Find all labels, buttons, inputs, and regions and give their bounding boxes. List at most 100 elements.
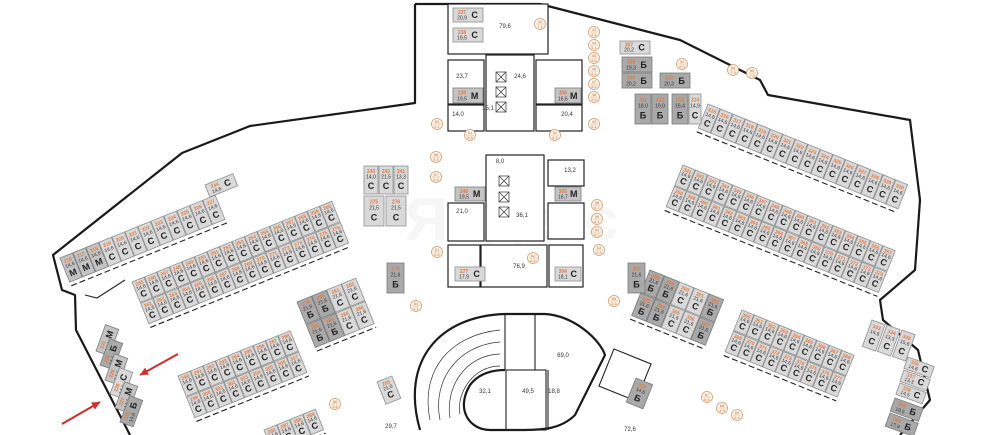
storage-unit[interactable]: 32914,6С xyxy=(872,174,896,205)
storage-unit[interactable]: 26914,6С xyxy=(240,257,262,284)
storage-unit[interactable]: 29614,6С xyxy=(252,340,274,367)
storage-unit[interactable]: 32614,6С xyxy=(835,159,859,190)
storage-unit[interactable]: 30514,6С xyxy=(261,361,283,388)
storage-unit[interactable]: 27114,6С xyxy=(265,247,287,274)
storage-unit[interactable]: 27821,6Б xyxy=(386,262,405,294)
storage-unit[interactable]: 29014,6С xyxy=(177,370,199,397)
storage-unit[interactable]: 25914,6С xyxy=(306,205,328,233)
storage-unit[interactable]: 21614,6М xyxy=(59,252,83,283)
storage-unit[interactable]: 27214,6С xyxy=(277,242,300,269)
storage-unit[interactable]: 22614,6С xyxy=(189,200,213,231)
storage-unit[interactable]: 30721,6Б xyxy=(690,316,715,346)
storage-unit[interactable]: 31318,4Б xyxy=(671,93,689,125)
storage-unit[interactable]: 34314,6С xyxy=(699,174,721,201)
storage-unit[interactable]: 36914,6С xyxy=(803,241,825,268)
storage-unit[interactable]: 35214,6С xyxy=(811,220,834,247)
storage-unit[interactable]: 32214,6Б xyxy=(625,377,654,410)
storage-unit[interactable]: 34714,6С xyxy=(749,194,771,222)
storage-unit[interactable]: 32814,6С xyxy=(860,169,884,200)
storage-unit[interactable]: 36814,6С xyxy=(833,349,855,377)
storage-unit[interactable]: 25414,6С xyxy=(244,231,266,258)
storage-unit[interactable]: 27717,9С xyxy=(454,266,486,282)
storage-unit[interactable]: 25114,6С xyxy=(206,246,228,273)
storage-unit[interactable]: 35414,6С xyxy=(836,230,859,257)
storage-unit[interactable]: 35814,6С xyxy=(665,185,687,213)
storage-unit[interactable]: 31414,9С xyxy=(688,93,702,125)
storage-unit[interactable]: 36314,6С xyxy=(728,211,750,238)
storage-unit[interactable]: 31914,6С xyxy=(747,123,771,154)
storage-unit[interactable]: 36414,6С xyxy=(740,216,762,243)
storage-unit[interactable]: 36514,6С xyxy=(795,334,818,362)
storage-unit[interactable]: 21914,6С xyxy=(98,236,122,267)
storage-unit[interactable]: 37514,6С xyxy=(799,361,821,388)
storage-unit[interactable]: 36914,6С xyxy=(724,330,746,358)
storage-unit[interactable]: 24614,6С xyxy=(143,271,166,298)
storage-unit[interactable]: 24019,5М xyxy=(454,186,486,202)
storage-unit[interactable]: 26714,6С xyxy=(215,267,237,294)
storage-unit[interactable]: 22614,6Б xyxy=(119,395,144,428)
storage-unit[interactable]: 29114,6С xyxy=(189,365,212,392)
storage-unit[interactable]: 32514,6С xyxy=(822,154,846,185)
storage-unit[interactable]: 24314,0С xyxy=(363,165,379,195)
storage-unit[interactable]: 25814,6С xyxy=(294,210,316,238)
storage-unit[interactable]: 34914,6С xyxy=(774,204,796,232)
storage-unit[interactable]: 22114,6С xyxy=(124,226,148,257)
storage-unit[interactable]: 29921,6Б xyxy=(655,275,680,305)
storage-unit[interactable]: 21814,6М xyxy=(85,241,109,273)
storage-unit[interactable]: 27621,5С xyxy=(385,195,407,227)
storage-unit[interactable]: 24113,3С xyxy=(393,165,409,195)
storage-unit[interactable]: 29814,6С xyxy=(277,330,299,357)
storage-unit[interactable]: 36314,6С xyxy=(770,324,793,351)
storage-unit[interactable]: 31118,0Б xyxy=(634,93,652,125)
storage-unit[interactable]: 22714,6С xyxy=(202,194,226,225)
storage-unit[interactable]: 35114,6С xyxy=(799,215,821,242)
storage-unit[interactable]: 30221,6Б xyxy=(699,293,725,323)
storage-unit[interactable]: 36214,6С xyxy=(715,206,737,233)
storage-unit[interactable]: 28221,6С xyxy=(340,277,366,307)
storage-unit[interactable]: 32314,6С xyxy=(797,143,821,174)
storage-unit[interactable]: 35014,6С xyxy=(786,209,809,237)
storage-unit[interactable]: 34514,6С xyxy=(724,184,746,211)
storage-unit[interactable]: 32214,6С xyxy=(785,138,809,169)
storage-unit[interactable]: 29821,6Б xyxy=(640,269,665,299)
storage-unit[interactable]: 28521,6С xyxy=(335,306,360,336)
storage-unit[interactable]: 27014,6С xyxy=(252,252,274,279)
storage-unit[interactable]: 29314,6С xyxy=(215,355,237,382)
storage-unit[interactable]: 34017,9Б xyxy=(884,412,919,435)
storage-unit[interactable]: 23919,5М xyxy=(452,87,484,104)
storage-unit[interactable]: 36514,6С xyxy=(753,221,775,248)
storage-unit[interactable]: 31514,6С xyxy=(697,103,721,134)
storage-unit[interactable]: 24814,6С xyxy=(169,261,191,288)
storage-unit[interactable]: 36414,6С xyxy=(783,329,805,356)
storage-unit[interactable]: 28321,6Б xyxy=(305,318,331,348)
storage-unit[interactable]: 35914,6С xyxy=(678,190,700,218)
storage-unit[interactable]: 34114,6С xyxy=(674,164,696,191)
storage-unit[interactable]: 31614,6С xyxy=(710,108,733,139)
storage-unit[interactable]: 30418,1С xyxy=(554,266,582,282)
storage-unit[interactable]: 31714,6С xyxy=(722,113,746,144)
storage-unit[interactable]: 35514,6С xyxy=(849,235,871,262)
storage-unit[interactable]: 37114,6С xyxy=(749,340,771,368)
storage-unit[interactable]: 28021,6Б xyxy=(311,289,336,319)
storage-unit[interactable]: 36714,6С xyxy=(778,231,800,258)
storage-unit[interactable]: 36614,6С xyxy=(765,226,788,253)
storage-unit[interactable]: 25014,6С xyxy=(194,251,216,278)
storage-unit[interactable]: 37614,6С xyxy=(812,366,834,393)
storage-unit[interactable]: 30414,6С xyxy=(248,366,270,393)
storage-unit[interactable]: 26414,6С xyxy=(177,282,199,310)
storage-unit[interactable]: 25214,6С xyxy=(219,241,241,268)
storage-unit[interactable]: 26614,6С xyxy=(202,272,224,299)
storage-unit[interactable]: 22014,6С xyxy=(111,231,135,262)
storage-unit[interactable]: 35714,6С xyxy=(874,245,896,272)
storage-unit[interactable]: 30014,6С xyxy=(198,386,220,414)
storage-unit[interactable]: 23819,5С xyxy=(452,27,484,43)
storage-unit[interactable]: 29714,6С xyxy=(265,335,287,362)
storage-unit[interactable]: 36014,6С xyxy=(733,309,755,336)
storage-unit[interactable]: 22314,6С xyxy=(150,215,174,246)
storage-unit[interactable]: 37314,6С xyxy=(774,351,796,378)
storage-unit[interactable]: 37414,6С xyxy=(787,356,809,383)
storage-unit[interactable]: 30314,6С xyxy=(236,371,258,399)
storage-unit[interactable]: 24414,6С xyxy=(204,173,239,198)
storage-unit[interactable]: 30614,6С xyxy=(273,356,295,383)
storage-unit[interactable]: 37214,6С xyxy=(762,345,784,373)
